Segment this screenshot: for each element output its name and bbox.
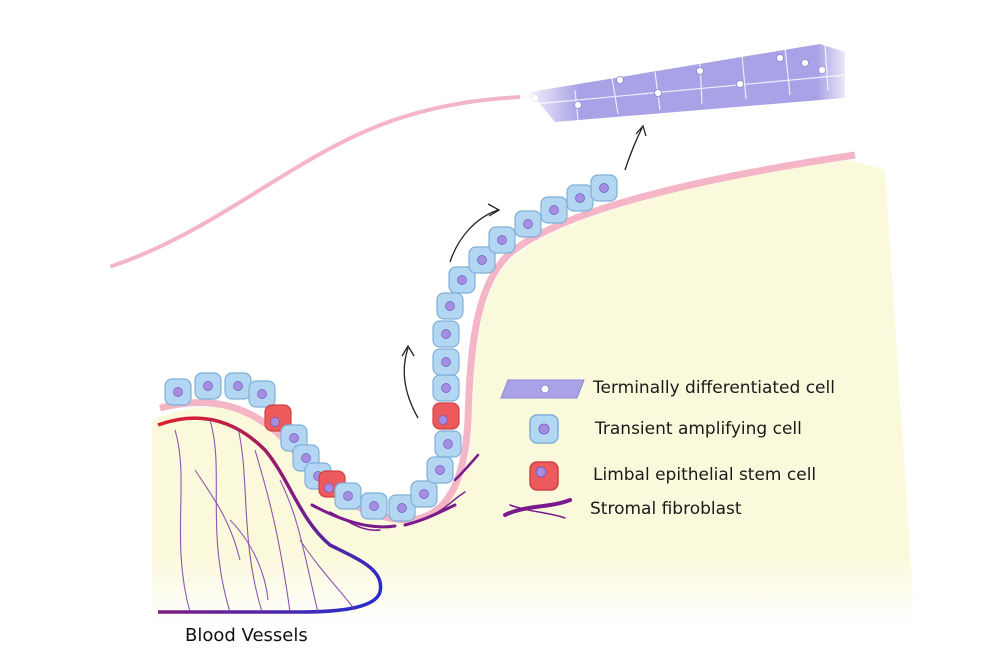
arrow-2: [449, 209, 499, 263]
cell-nucleus: [435, 465, 445, 475]
migration-arrows: [401, 124, 647, 419]
transient-cell-icon: [529, 414, 559, 444]
stem-cell: [432, 402, 460, 430]
legend-label-fibroblast: Stromal fibroblast: [590, 499, 742, 519]
stromal-fibroblasts: [310, 453, 480, 531]
cell-nucleus: [173, 387, 183, 397]
legend-icons: [500, 379, 585, 519]
cell-nucleus: [443, 439, 453, 449]
cell-nucleus: [203, 381, 213, 391]
cell-nucleus: [441, 329, 451, 339]
fibroblast-icon: [503, 498, 572, 519]
arrow-3: [624, 127, 643, 171]
cell-nucleus: [397, 503, 407, 513]
cell-nucleus: [343, 491, 353, 501]
cell-nucleus: [441, 383, 451, 393]
cell-nucleus: [369, 501, 379, 511]
terminal-cell-sheet: [520, 36, 850, 131]
epithelial-cells: [164, 174, 618, 522]
cell-nucleus: [441, 357, 451, 367]
blood-vessels: [157, 416, 383, 614]
cell-nucleus: [324, 483, 334, 493]
cell-nucleus: [599, 183, 609, 193]
upper-surface-line: [110, 94, 562, 268]
cell-nucleus: [301, 453, 311, 463]
stem-cell-icon: [529, 461, 559, 491]
legend-label-terminal: Terminally differentiated cell: [593, 378, 835, 398]
cell-nucleus: [270, 417, 280, 427]
terminal-cell-icon: [500, 379, 585, 399]
cell-nucleus: [445, 301, 455, 311]
legend-label-stem: Limbal epithelial stem cell: [593, 465, 817, 485]
cell-nucleus: [457, 275, 467, 285]
cell-nucleus: [438, 415, 448, 425]
cell-nucleus: [257, 389, 267, 399]
blood-vessels-label: Blood Vessels: [185, 625, 308, 646]
cell-nucleus: [289, 433, 299, 443]
cell-nucleus: [549, 205, 559, 215]
legend-label-transient: Transient amplifying cell: [595, 419, 802, 439]
cell-nucleus: [233, 381, 243, 391]
cell-nucleus: [419, 489, 429, 499]
arrow-1: [403, 347, 419, 419]
cell-nucleus: [575, 193, 585, 203]
cell-nucleus: [477, 255, 487, 265]
cell-nucleus: [497, 235, 507, 245]
cell-nucleus: [523, 219, 533, 229]
